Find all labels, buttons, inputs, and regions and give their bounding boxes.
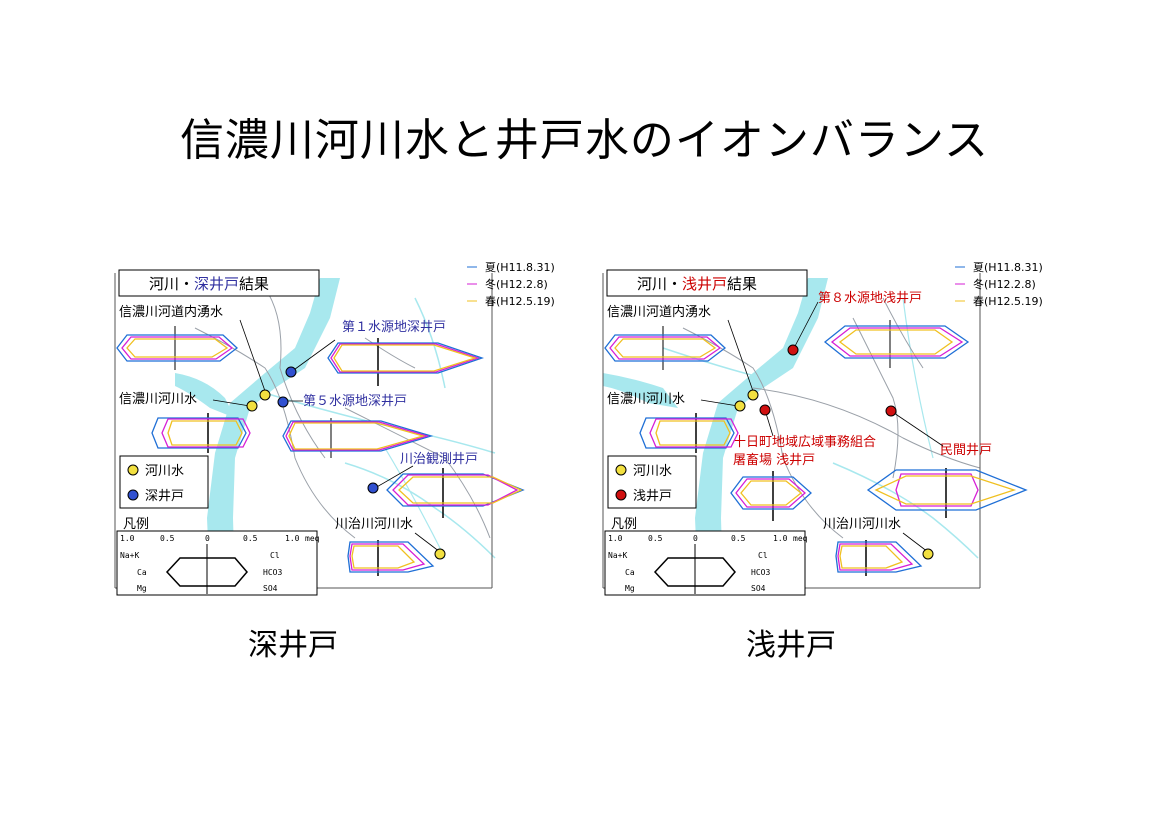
label-well2: 第５水源地深井戸 <box>303 394 407 409</box>
label-well2-line2: 屠畜場 浅井戸 <box>733 452 815 468</box>
label-well3: 川治観測井戸 <box>400 452 478 467</box>
label-river-inner: 信濃川河道内湧水 <box>607 304 711 320</box>
series-legend: 夏(H11.8.31) 冬(H12.2.8) 春(H12.5.19) <box>955 261 1043 308</box>
legend-winter: 冬(H12.2.8) <box>485 277 548 291</box>
svg-text:0.5: 0.5 <box>648 534 663 543</box>
dot-well3 <box>885 405 897 417</box>
key-river: 河川水 <box>633 464 672 479</box>
shallow-well-panel: 河川・浅井戸結果 夏(H11.8.31) 冬(H12.2.8) 春(H12.5.… <box>602 258 1053 596</box>
dot-well1 <box>787 344 799 356</box>
svg-text:0.5: 0.5 <box>160 534 175 543</box>
diagram-well2 <box>282 418 434 458</box>
legend-summer: 夏(H11.8.31) <box>485 261 555 274</box>
series-legend: 夏(H11.8.31) 冬(H12.2.8) 春(H12.5.19) <box>467 261 555 308</box>
key-river: 河川水 <box>145 464 184 479</box>
dot-river-inner <box>747 389 759 401</box>
label-river-inner: 信濃川河道内湧水 <box>119 304 223 320</box>
deep-well-map: 河川・深井戸結果 夏(H11.8.31) 冬(H12.2.8) 春(H12.5.… <box>114 261 555 596</box>
legend-summer: 夏(H11.8.31) <box>973 261 1043 274</box>
diagram-river <box>639 413 739 453</box>
key-box: 河川水 浅井戸 <box>607 455 697 509</box>
caption-shallow-well: 浅井戸 <box>746 628 836 663</box>
svg-text:SO4: SO4 <box>263 584 278 593</box>
svg-text:Mg: Mg <box>625 584 635 593</box>
diagram-well2 <box>730 471 812 521</box>
panel-header-box <box>118 269 320 297</box>
label-kawaji: 川治川河川水 <box>335 517 413 532</box>
diagram-river-inner <box>116 326 239 370</box>
svg-text:Na+K: Na+K <box>608 551 627 560</box>
svg-text:1.0: 1.0 <box>773 534 788 543</box>
dot-kawaji <box>922 548 934 560</box>
svg-text:meq: meq <box>793 534 808 543</box>
deep-well-panel: 河川・深井戸結果 夏(H11.8.31) 冬(H12.2.8) 春(H12.5.… <box>114 258 565 596</box>
diagram-kawaji <box>347 540 435 576</box>
label-river: 信濃川河川水 <box>119 392 197 407</box>
svg-text:0: 0 <box>693 534 698 543</box>
svg-text:0.5: 0.5 <box>243 534 258 543</box>
diagram-river <box>151 413 251 453</box>
svg-text:0.5: 0.5 <box>731 534 746 543</box>
diagram-well1 <box>823 320 970 368</box>
legend-example: 凡例 1.0 0.5 0 0.5 1.0 meq Na+K Ca Mg Cl H… <box>116 517 320 596</box>
svg-text:Na+K: Na+K <box>120 551 139 560</box>
svg-text:HCO3: HCO3 <box>263 568 282 577</box>
svg-text:1.0: 1.0 <box>608 534 623 543</box>
page-title: 信濃川河川水と井戸水のイオンバランス <box>179 115 990 166</box>
svg-text:1.0: 1.0 <box>120 534 135 543</box>
legend-example-title: 凡例 <box>611 517 637 532</box>
svg-text:HCO3: HCO3 <box>751 568 770 577</box>
key-well: 浅井戸 <box>633 489 672 504</box>
dot-kawaji <box>434 548 446 560</box>
dot-well1 <box>285 366 297 378</box>
caption-deep-well: 深井戸 <box>248 628 338 663</box>
diagram-well3 <box>386 468 525 518</box>
svg-text:Mg: Mg <box>137 584 147 593</box>
key-box: 河川水 深井戸 <box>119 455 209 509</box>
label-well2-line1: 十日町地域広域事務組合 <box>733 435 876 450</box>
label-river: 信濃川河川水 <box>607 392 685 407</box>
legend-example: 凡例 1.0 0.5 0 0.5 1.0 meq Na+K Ca Mg Cl H… <box>604 517 808 596</box>
panel-header: 河川・浅井戸結果 <box>637 275 757 293</box>
map-background <box>114 273 496 589</box>
legend-winter: 冬(H12.2.8) <box>973 277 1036 291</box>
legend-spring: 春(H12.5.19) <box>973 295 1043 308</box>
map-background <box>602 273 981 589</box>
label-well1: 第８水源地浅井戸 <box>818 291 922 306</box>
label-well3: 民間井戸 <box>940 443 992 458</box>
svg-text:Ca: Ca <box>625 568 635 577</box>
dot-river-inner <box>259 389 271 401</box>
svg-text:Cl: Cl <box>270 551 280 560</box>
dot-river <box>246 400 258 412</box>
svg-text:Cl: Cl <box>758 551 768 560</box>
diagram-river-inner <box>604 326 727 370</box>
panel-header: 河川・深井戸結果 <box>149 275 269 293</box>
diagram-well3 <box>866 468 1028 518</box>
legend-spring: 春(H12.5.19) <box>485 295 555 308</box>
label-kawaji: 川治川河川水 <box>823 517 901 532</box>
dot-river <box>734 400 746 412</box>
panel-header-box <box>606 269 808 297</box>
svg-text:SO4: SO4 <box>751 584 766 593</box>
svg-text:1.0: 1.0 <box>285 534 300 543</box>
svg-text:0: 0 <box>205 534 210 543</box>
key-well: 深井戸 <box>145 489 184 504</box>
diagram-kawaji <box>835 540 923 576</box>
dot-well3 <box>367 482 379 494</box>
diagram-well1 <box>327 338 485 386</box>
dot-well2 <box>759 404 771 416</box>
shallow-well-map: 河川・浅井戸結果 夏(H11.8.31) 冬(H12.2.8) 春(H12.5.… <box>602 261 1043 596</box>
label-well1: 第１水源地深井戸 <box>342 320 446 335</box>
dot-well2 <box>277 396 289 408</box>
svg-text:Ca: Ca <box>137 568 147 577</box>
legend-example-title: 凡例 <box>123 517 149 532</box>
svg-text:meq: meq <box>305 534 320 543</box>
